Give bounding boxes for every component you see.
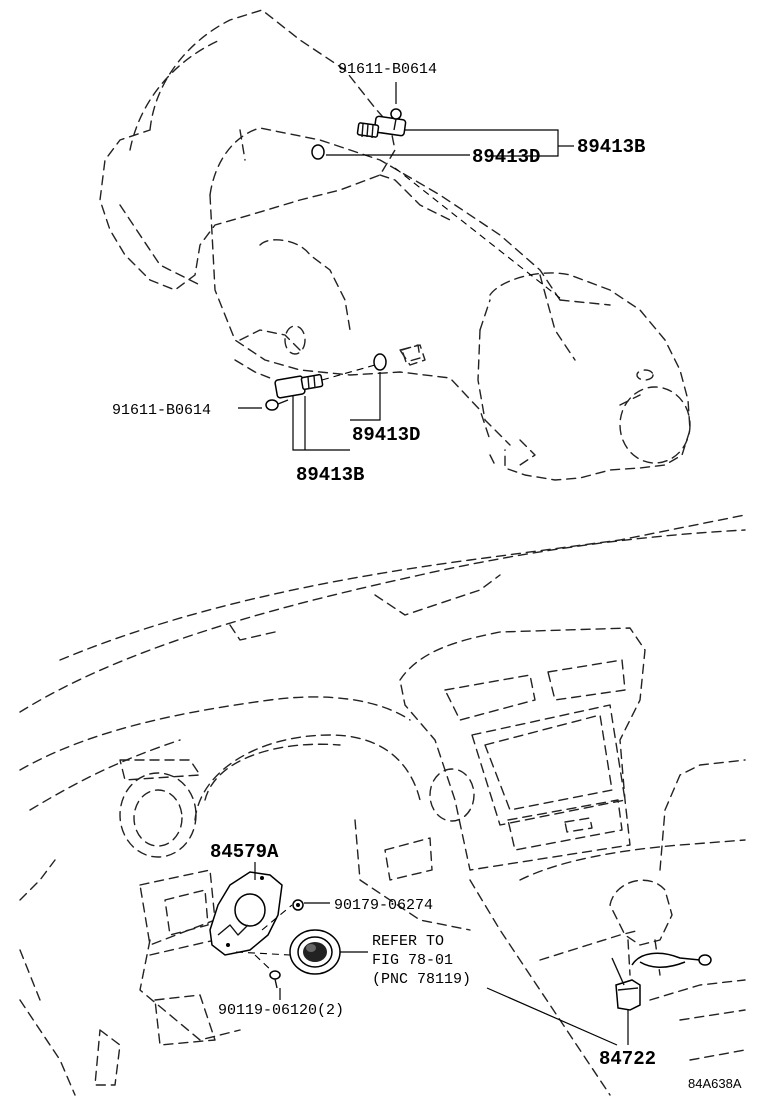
callout-oring-lower: 89413D (352, 424, 420, 446)
oring-upper (311, 144, 325, 160)
screw (269, 970, 281, 989)
sensor-bore (401, 344, 421, 363)
figure-id: 84A638A (688, 1076, 742, 1091)
callout-bracket: 84579A (210, 841, 279, 863)
transmission-outline (99, 9, 691, 481)
callout-sensor-assy-upper: 89413B (577, 136, 645, 158)
callout-bolt-lower: 91611-B0614 (112, 402, 211, 419)
switch-assy (289, 929, 341, 975)
speed-sensor-lower (274, 373, 324, 399)
callout-shift-switch: 84722 (599, 1048, 656, 1070)
oring-lower (373, 353, 387, 371)
callout-sensor-assy-lower: 89413B (296, 464, 364, 486)
reference-note-line2: FIG 78-01 (372, 952, 453, 969)
bracket (209, 871, 283, 956)
callout-bolt-upper: 91611-B0614 (338, 61, 437, 78)
bolt-upper (390, 108, 402, 131)
reference-note-line1: REFER TO (372, 933, 444, 950)
speed-sensor-upper (356, 115, 407, 139)
callout-nut: 90179-06274 (334, 897, 433, 914)
bolt-lower (265, 399, 289, 411)
callout-oring-upper: 89413D (472, 146, 540, 168)
reference-note-line3: (PNC 78119) (372, 971, 471, 988)
callout-screw: 90119-06120(2) (218, 1002, 344, 1019)
dashboard-outline (19, 514, 746, 1096)
shift-lock-switch (611, 952, 712, 1011)
nut (292, 899, 304, 911)
